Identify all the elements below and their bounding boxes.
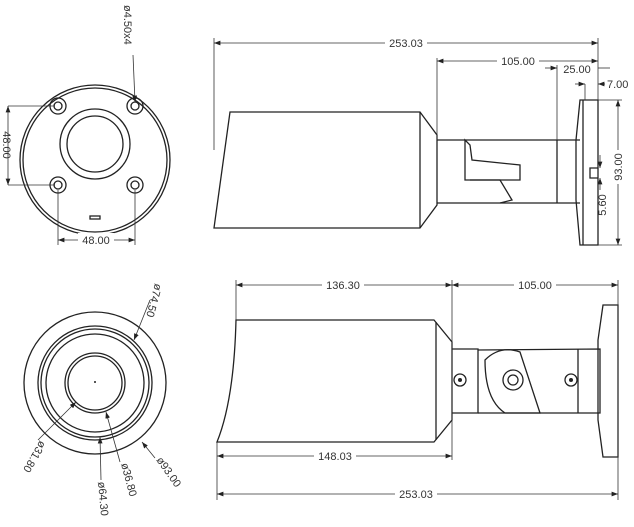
- mount-hole-icon: [49, 97, 144, 194]
- dim-total-length: 253.03: [389, 38, 423, 50]
- dim-d74: ø74.50: [143, 282, 163, 318]
- dim-arm: 105.00: [518, 280, 552, 292]
- dim-slot: 5.60: [597, 194, 609, 215]
- dim-plate-height: 93.00: [613, 153, 625, 181]
- dim-hole-diameter: ø4.50x4: [121, 5, 133, 45]
- dim-d36: ø36.80: [118, 462, 138, 498]
- dim-d31: ø31.80: [20, 439, 48, 475]
- front-view: ø74.50 ø31.80 ø36.80 ø64.30 ø93.00: [20, 282, 183, 516]
- dim-total: 253.03: [399, 489, 433, 501]
- dim-d93: ø93.00: [154, 455, 183, 490]
- dim-48-horizontal: 48.00: [82, 235, 110, 247]
- dim-arm-length: 105.00: [501, 56, 535, 68]
- top-view: 136.30 105.00 148.03 253.03: [216, 278, 619, 501]
- dim-housing: 148.03: [318, 451, 352, 463]
- dim-d64: ø64.30: [95, 481, 110, 516]
- dim-body: 136.30: [326, 280, 360, 292]
- dim-bracket: 25.00: [563, 64, 591, 76]
- dim-48-vertical: 48.00: [0, 131, 12, 159]
- side-view: 253.03 105.00 25.00 7.00 93.00 5.60: [213, 36, 628, 246]
- rear-view: 48.00 48.00 ø4.50x4: [0, 5, 171, 247]
- dim-plate-thickness: 7.00: [607, 79, 628, 91]
